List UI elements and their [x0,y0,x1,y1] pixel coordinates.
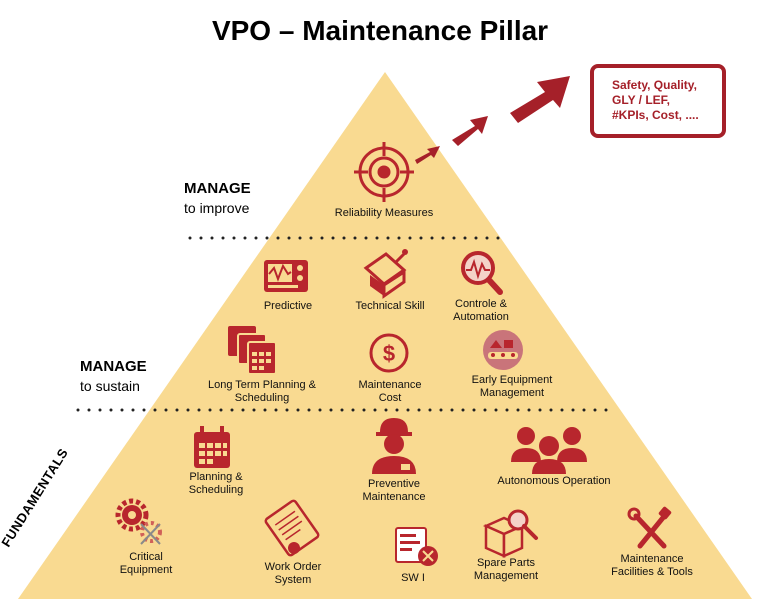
dollar-icon: $ [369,333,409,373]
conveyor-icon [483,330,523,370]
label-planning: Planning & Scheduling [188,471,244,496]
arrow-small [415,146,440,164]
kpi-line: #KPIs, Cost, .... [612,108,699,122]
calendars-icon [228,326,277,375]
label-maintenance-cost: Maintenance Cost [358,379,422,404]
label-preventive: Preventive Maintenance [362,478,426,503]
level-improve-sub: to improve [184,200,250,216]
tools-icon [627,506,672,549]
sw-icon [395,527,438,566]
arrow-medium [452,116,488,146]
box-icon [482,509,538,558]
label-sw: SW I [401,572,425,584]
diagram-title: VPO – Maintenance Pillar [211,15,549,46]
label-autonomous: Autonomous Operation [497,475,611,487]
svg-text:$: $ [383,341,395,366]
label-technical-skill: Technical Skill [355,300,425,312]
level-improve-heading: MANAGE [184,180,251,197]
arrow-large [510,76,570,123]
magnifier-wave-icon [461,251,503,295]
label-spare-parts: Spare Parts Management [473,557,539,582]
level-sustain-sub: to sustain [80,378,140,394]
label-early-equipment: Early Equipment Management [471,374,553,399]
label-controle: Controle & Automation [453,298,509,323]
gears-icon [115,498,162,545]
label-work-order: Work Order System [264,561,322,586]
label-facilities: Maintenance Facilities & Tools [611,553,693,578]
worker-icon [372,418,416,474]
kpi-line: Safety, Quality, [612,78,697,92]
target-icon [354,142,414,202]
skill-icon [363,249,408,299]
label-reliability: Reliability Measures [334,207,434,219]
team-icon [511,427,587,474]
label-critical: Critical Equipment [119,551,173,576]
kpi-box: Safety, Quality, GLY / LEF, #KPIs, Cost,… [590,64,726,138]
label-long-term: Long Term Planning & Scheduling [207,379,317,404]
kpi-line: GLY / LEF, [612,93,671,107]
oscilloscope-icon [264,260,308,292]
calendar-icon [194,426,230,468]
label-predictive: Predictive [263,300,313,312]
document-icon [264,499,320,557]
level-sustain-heading: MANAGE [80,358,147,375]
